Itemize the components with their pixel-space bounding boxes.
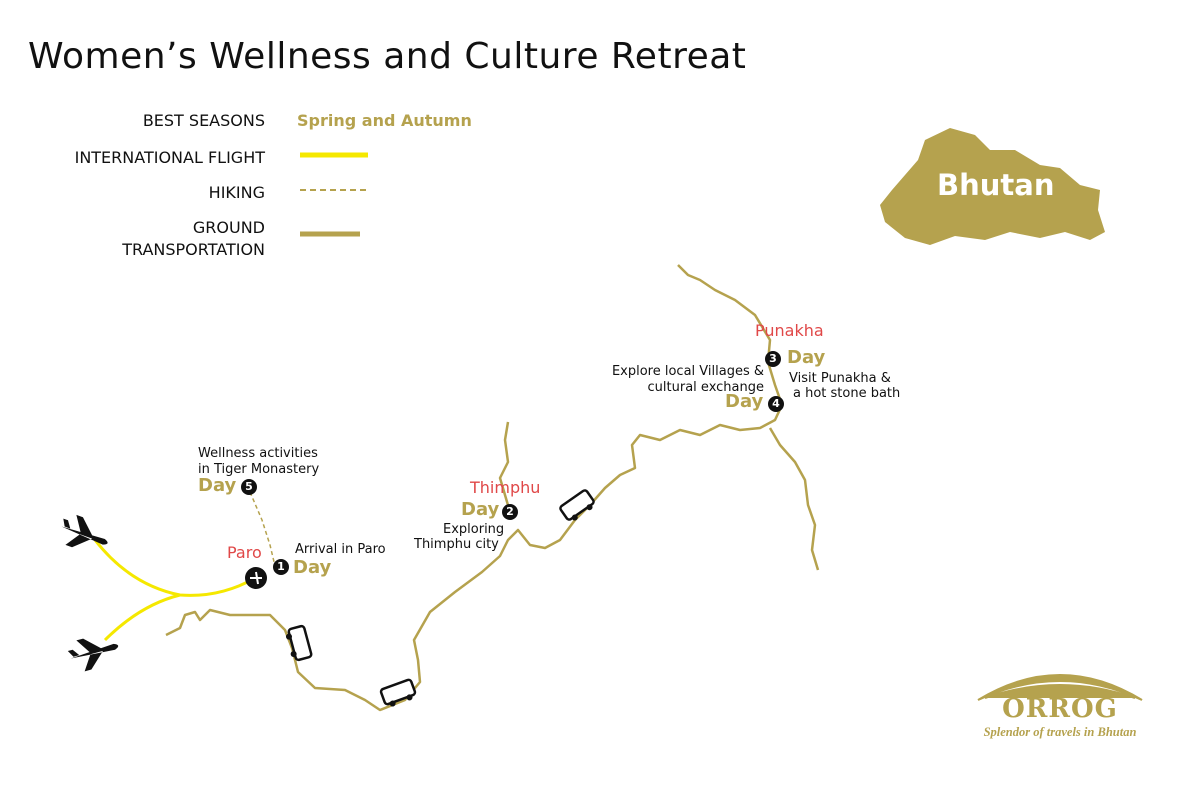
ground-route-north — [498, 421, 512, 513]
day-label-1: Day — [293, 557, 332, 578]
day-label-4: Day — [725, 391, 764, 412]
day-1-description: Arrival in Paro — [295, 542, 386, 557]
day-label-5: Day — [198, 475, 237, 496]
day-4-description-2: cultural exchange — [647, 380, 764, 395]
city-paro: Paro — [227, 543, 262, 562]
logo-arch — [977, 674, 1143, 701]
day-number-1: 1 — [273, 559, 289, 575]
ground-route-east — [768, 427, 820, 571]
bus-icon — [379, 678, 417, 707]
day-5-description-2: in Tiger Monastery — [198, 462, 320, 477]
day-3-description-2: a hot stone bath — [793, 386, 901, 401]
city-punakha: Punakha — [755, 321, 824, 340]
day-5-description-1: Wellness activities — [198, 446, 318, 461]
day-2-description-1: Exploring — [443, 522, 505, 537]
legend-ground-label-1: GROUND — [192, 218, 265, 237]
day-number-5: 5 — [241, 479, 257, 495]
airplane-icon — [61, 514, 108, 548]
logo-name: ORROG — [1002, 694, 1118, 724]
country-label: Bhutan — [937, 168, 1055, 202]
day-label-2: Day — [461, 499, 500, 520]
flight-route-2 — [103, 593, 181, 642]
legend-best-seasons-label: BEST SEASONS — [142, 111, 265, 130]
legend-hiking-label: HIKING — [208, 183, 265, 202]
legend-best-seasons-value: Spring and Autumn — [297, 111, 472, 130]
city-thimphu: Thimphu — [470, 478, 541, 497]
day-number-4: 4 — [768, 396, 784, 412]
page-title: Women’s Wellness and Culture Retreat — [28, 36, 747, 77]
day-number-2: 2 — [502, 504, 518, 520]
day-number-3: 3 — [765, 351, 781, 367]
airplane-icon — [67, 638, 119, 672]
logo-tagline: Splendor of travels in Bhutan — [983, 725, 1137, 739]
bus-icon — [559, 489, 595, 521]
day-4-description-1: Explore local Villages & — [611, 364, 764, 379]
day-2-description-2: Thimphu city — [414, 537, 499, 552]
day-3-description-1: Visit Punakha & — [789, 371, 891, 386]
day-label-3: Day — [787, 347, 826, 368]
bhutan-silhouette — [880, 128, 1105, 245]
legend-flight-label: INTERNATIONAL FLIGHT — [74, 148, 265, 167]
legend-ground-label-2: TRANSPORTATION — [122, 240, 265, 259]
hiking-route — [249, 491, 276, 567]
bus-icon — [285, 624, 313, 662]
